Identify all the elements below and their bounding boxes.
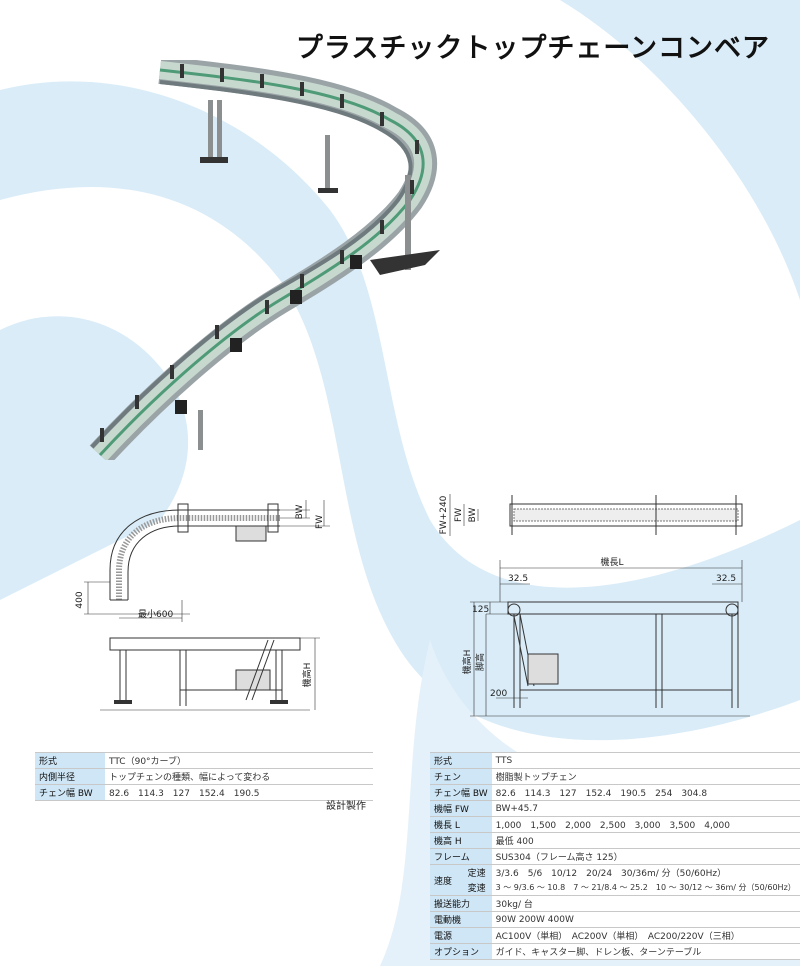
table-row: 形式 TTS: [430, 752, 800, 769]
table-row: 速度 定速 3/3.6 5/6 10/12 20/24 30/36m/ 分（50…: [430, 864, 800, 896]
right-spec-table: 形式 TTS チェン 樹脂製トップチェン チェン幅 BW 82.6 114.3 …: [430, 752, 800, 960]
right-dim-32-5-right: 32.5: [716, 574, 736, 584]
table-row: 電動機 90W 200W 400W: [430, 911, 800, 928]
table-row: 内側半径 トップチェンの種類、幅によって変わる: [35, 768, 373, 785]
spec-label: 機高 H: [430, 832, 492, 849]
right-dim-125: 125: [472, 605, 489, 615]
spec-value: 82.6 114.3 127 152.4 190.5: [105, 784, 373, 801]
left-fw-label: FW: [315, 515, 325, 529]
table-row: 電源 AC100V（単相） AC200V（単相） AC200/220V（三相）: [430, 927, 800, 944]
table-row: 機長 L 1,000 1,500 2,000 2,500 3,000 3,500…: [430, 816, 800, 833]
spec-label: 電源: [430, 927, 492, 944]
table-row: 機高 H 最低 400: [430, 832, 800, 849]
right-dim-32-5-left: 32.5: [508, 574, 528, 584]
table-row: チェン幅 BW 82.6 114.3 127 152.4 190.5 254 3…: [430, 784, 800, 801]
spec-value: ガイド、キャスター脚、ドレン板、ターンテーブル: [491, 943, 800, 960]
spec-value: 樹脂製トップチェン: [491, 768, 800, 785]
straight-conveyor-drawing: FW+240 FW BW 機長L 32.5 32.5 125 200 機高H 脚…: [439, 494, 750, 717]
spec-value: 30kg/ 台: [491, 895, 800, 912]
right-fw-label: FW: [454, 508, 464, 522]
speed-label: 速度: [430, 864, 464, 896]
table-row: 変速 3 〜 9/3.6 〜 10.8 7 〜 21/8.4 〜 25.2 10…: [430, 880, 800, 896]
design-credit: 設計製作: [326, 801, 366, 812]
spec-value: 1,000 1,500 2,000 2,500 3,000 3,500 4,00…: [491, 816, 800, 833]
spec-label: 内側半径: [35, 768, 105, 785]
table-row: 機幅 FW BW+45.7: [430, 800, 800, 817]
spec-label: 形式: [430, 752, 492, 769]
left-bw-label: BW: [295, 505, 305, 520]
spec-label: 搬送能力: [430, 895, 492, 912]
speed-variable-label: 変速: [463, 880, 492, 896]
spec-value: 最低 400: [491, 832, 800, 849]
conveyor-photo: [89, 60, 440, 460]
table-row: 搬送能力 30kg/ 台: [430, 895, 800, 912]
page-title: プラスチックトップチェーンコンベア: [295, 33, 770, 64]
table-row: 形式 TTC（90°カーブ）: [35, 752, 373, 769]
left-dim-400: 400: [75, 591, 85, 608]
spec-label: チェン幅 BW: [430, 784, 492, 801]
left-height-label: 機高H: [301, 663, 313, 688]
spec-value: AC100V（単相） AC200V（単相） AC200/220V（三相）: [491, 927, 800, 944]
spec-label: 形式: [35, 752, 105, 769]
right-fw240-label: FW+240: [439, 495, 449, 534]
spec-label: フレーム: [430, 848, 492, 865]
curve-conveyor-drawing: BW FW 400 最小600 機高H: [75, 500, 330, 711]
spec-label: チェン: [430, 768, 492, 785]
table-row: オプション ガイド、キャスター脚、ドレン板、ターンテーブル: [430, 943, 800, 960]
spec-value: TTS: [491, 752, 800, 769]
spec-label: オプション: [430, 943, 492, 960]
table-row: チェン幅 BW 82.6 114.3 127 152.4 190.5: [35, 784, 373, 801]
right-bw-label: BW: [468, 508, 478, 523]
left-spec-table: 形式 TTC（90°カーブ） 内側半径 トップチェンの種類、幅によって変わる チ…: [35, 752, 373, 801]
spec-label: 機幅 FW: [430, 800, 492, 817]
speed-variable-value: 3 〜 9/3.6 〜 10.8 7 〜 21/8.4 〜 25.2 10 〜 …: [491, 880, 800, 896]
spec-label: チェン幅 BW: [35, 784, 105, 801]
right-leg-label: 脚高: [474, 653, 486, 671]
spec-label: 機長 L: [430, 816, 492, 833]
spec-value: トップチェンの種類、幅によって変わる: [105, 768, 373, 785]
table-row: チェン 樹脂製トップチェン: [430, 768, 800, 785]
speed-fixed-value: 3/3.6 5/6 10/12 20/24 30/36m/ 分（50/60Hz）: [491, 864, 800, 880]
table-row: フレーム SUS304（フレーム高さ 125）: [430, 848, 800, 865]
spec-value: TTC（90°カーブ）: [105, 752, 373, 769]
spec-value: 90W 200W 400W: [491, 911, 800, 928]
spec-value: 82.6 114.3 127 152.4 190.5 254 304.8: [491, 784, 800, 801]
left-dim-min600: 最小600: [138, 609, 173, 620]
right-dim-200: 200: [490, 689, 507, 699]
right-height-label: 機高H: [461, 650, 473, 675]
right-length-label: 機長L: [600, 556, 623, 568]
spec-value: SUS304（フレーム高さ 125）: [491, 848, 800, 865]
spec-label: 電動機: [430, 911, 492, 928]
speed-fixed-label: 定速: [463, 864, 492, 880]
spec-value: BW+45.7: [491, 800, 800, 817]
